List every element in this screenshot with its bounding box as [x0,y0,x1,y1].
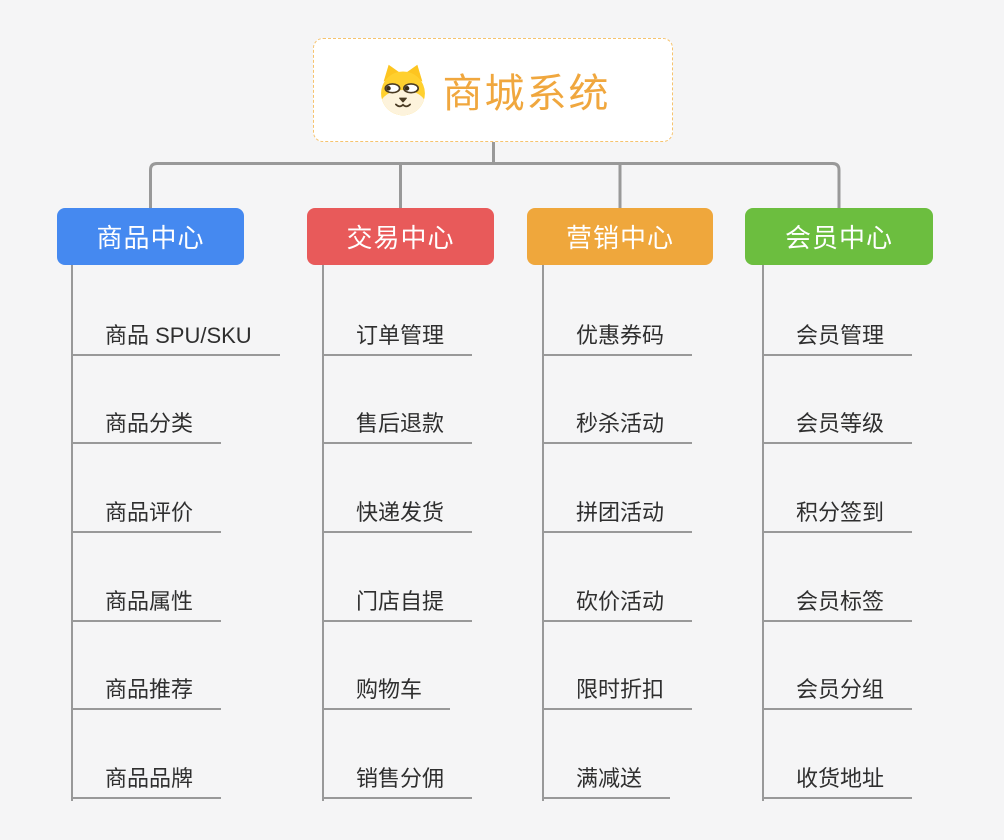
branch-spine-line [762,265,764,801]
child-node[interactable]: 商品推荐 [72,622,222,711]
branch-node-3[interactable]: 营销中心 [527,208,713,265]
child-node[interactable]: 门店自提 [323,533,473,622]
child-node[interactable]: 会员分组 [763,622,913,711]
child-node[interactable]: 会员管理 [763,267,913,356]
child-node[interactable]: 商品评价 [72,444,222,533]
branch-spine-line [322,265,324,801]
child-node[interactable]: 销售分佣 [323,710,473,799]
child-node[interactable]: 拼团活动 [543,444,693,533]
child-node[interactable]: 商品分类 [72,356,222,445]
child-node[interactable]: 积分签到 [763,444,913,533]
branch-label: 会员中心 [784,223,893,253]
branch-label: 交易中心 [346,223,455,253]
child-node[interactable]: 优惠券码 [543,267,693,356]
shiba-dog-icon [380,64,425,116]
child-node[interactable]: 会员等级 [763,356,913,445]
child-node[interactable]: 满减送 [543,710,671,799]
branch-node-2[interactable]: 交易中心 [307,208,494,265]
child-node[interactable]: 商品属性 [72,533,222,622]
child-node[interactable]: 商品品牌 [72,710,222,799]
branch-node-1[interactable]: 商品中心 [57,208,244,265]
child-node[interactable]: 购物车 [323,622,451,711]
branch-children: 订单管理售后退款快递发货门店自提购物车销售分佣 [323,267,473,799]
child-node[interactable]: 秒杀活动 [543,356,693,445]
root-node[interactable]: 商城系统 [313,38,673,142]
root-title: 商城系统 [442,72,611,116]
child-node[interactable]: 快递发货 [323,444,473,533]
branch-children: 优惠券码秒杀活动拼团活动砍价活动限时折扣满减送 [543,267,693,799]
child-node[interactable]: 会员标签 [763,533,913,622]
child-node[interactable]: 收货地址 [763,710,913,799]
branch-children: 会员管理会员等级积分签到会员标签会员分组收货地址 [763,267,913,799]
branch-spine-line [542,265,544,801]
child-node[interactable]: 限时折扣 [543,622,693,711]
child-node[interactable]: 商品 SPU/SKU [72,267,280,356]
child-node[interactable]: 售后退款 [323,356,473,445]
child-node[interactable]: 砍价活动 [543,533,693,622]
branch-spine-line [71,265,73,801]
branch-node-4[interactable]: 会员中心 [745,208,933,265]
branch-label: 商品中心 [96,223,205,253]
branch-label: 营销中心 [565,223,674,253]
child-node[interactable]: 订单管理 [323,267,473,356]
